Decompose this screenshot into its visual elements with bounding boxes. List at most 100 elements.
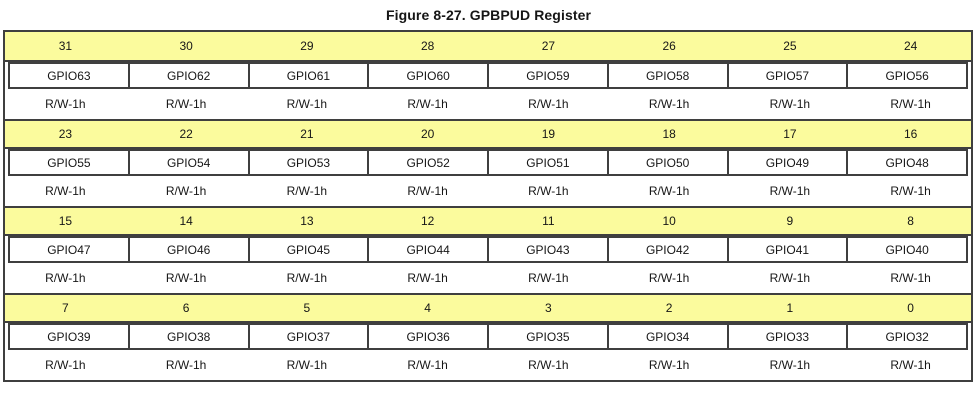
reset-value: R/W-1h	[648, 97, 690, 111]
field-name: GPIO47	[8, 236, 130, 263]
reset-value: R/W-1h	[165, 184, 207, 198]
field-name: GPIO39	[8, 323, 130, 350]
field-name: GPIO63	[8, 62, 130, 89]
bit-number: 19	[541, 127, 556, 141]
reset-value: R/W-1h	[890, 271, 931, 285]
reset-value-row: R/W-1h R/W-1h R/W-1h R/W-1h R/W-1h R/W-1h R/W-…	[5, 350, 971, 380]
reset-value: R/W-1h	[769, 97, 811, 111]
reset-value: R/W-1h	[286, 358, 328, 372]
bit-number: 6	[182, 301, 190, 315]
field-name: GPIO41	[726, 236, 849, 263]
bit-number: 25	[783, 39, 797, 53]
field-name: GPIO59	[487, 62, 609, 89]
field-name: GPIO34	[606, 323, 729, 350]
bit-number: 11	[542, 214, 555, 228]
reset-value: R/W-1h	[890, 97, 931, 111]
reset-value: R/W-1h	[890, 358, 931, 372]
bit-number: 4	[424, 301, 431, 315]
reset-value: R/W-1h	[648, 358, 690, 372]
reset-value: R/W-1h	[528, 97, 569, 111]
bit-number: 21	[300, 127, 314, 141]
reset-value: R/W-1h	[407, 184, 448, 198]
bit-number: 23	[58, 127, 73, 141]
field-name: GPIO33	[726, 323, 849, 350]
reset-value: R/W-1h	[528, 358, 569, 372]
field-name: GPIO49	[726, 149, 849, 176]
field-name: GPIO38	[127, 323, 250, 350]
reset-value: R/W-1h	[890, 184, 931, 198]
reset-value: R/W-1h	[528, 271, 569, 285]
reset-value: R/W-1h	[648, 184, 690, 198]
bit-number: 20	[420, 127, 435, 141]
reset-value: R/W-1h	[45, 358, 86, 372]
reset-value-row: R/W-1h R/W-1h R/W-1h R/W-1h R/W-1h R/W-1h R/W-…	[5, 176, 971, 206]
bit-number: 27	[541, 39, 556, 53]
field-name: GPIO52	[367, 149, 489, 176]
bit-number: 7	[62, 301, 69, 315]
reset-value: R/W-1h	[528, 184, 569, 198]
field-name: GPIO44	[367, 236, 489, 263]
bit-number: 5	[303, 301, 311, 315]
field-name: GPIO56	[846, 62, 968, 89]
field-name: GPIO53	[247, 149, 370, 176]
field-name: GPIO32	[846, 323, 968, 350]
bit-number: 3	[545, 301, 552, 315]
bit-number: 13	[300, 214, 314, 228]
field-name: GPIO43	[487, 236, 609, 263]
bit-number: 12	[420, 214, 435, 228]
bit-number: 0	[907, 301, 914, 315]
bit-number: 9	[786, 214, 794, 228]
reset-value: R/W-1h	[648, 271, 690, 285]
reset-value: R/W-1h	[407, 358, 448, 372]
field-name: GPIO58	[606, 62, 729, 89]
bit-number-row: 7 6 5 4 3 2 1 0	[5, 293, 971, 323]
bit-number: 1	[786, 301, 794, 315]
field-name: GPIO36	[367, 323, 489, 350]
reset-value: R/W-1h	[286, 184, 328, 198]
field-name: GPIO51	[487, 149, 609, 176]
field-name: GPIO54	[127, 149, 250, 176]
field-name: GPIO62	[127, 62, 250, 89]
reset-value: R/W-1h	[165, 271, 207, 285]
reset-value: R/W-1h	[286, 97, 328, 111]
bit-number: 17	[783, 127, 797, 141]
field-name: GPIO57	[726, 62, 849, 89]
bit-number: 22	[179, 127, 193, 141]
bit-number: 14	[179, 214, 193, 228]
field-name: GPIO60	[367, 62, 489, 89]
field-name: GPIO35	[487, 323, 609, 350]
bit-number: 28	[420, 39, 435, 53]
bit-number: 30	[179, 39, 193, 53]
bit-number: 26	[662, 39, 676, 53]
reset-value: R/W-1h	[45, 184, 86, 198]
reset-value: R/W-1h	[407, 271, 448, 285]
field-name: GPIO40	[846, 236, 968, 263]
reset-value: R/W-1h	[165, 358, 207, 372]
bit-number: 16	[903, 127, 918, 141]
reset-value: R/W-1h	[286, 271, 328, 285]
figure-title: Figure 8-27. GPBPUD Register	[385, 7, 592, 23]
field-name: GPIO50	[606, 149, 729, 176]
bit-number: 29	[300, 39, 314, 53]
reset-value: R/W-1h	[769, 358, 811, 372]
bit-number: 24	[903, 39, 918, 53]
field-name: GPIO46	[127, 236, 250, 263]
field-name: GPIO48	[846, 149, 968, 176]
field-name: GPIO55	[8, 149, 130, 176]
field-name: GPIO42	[606, 236, 729, 263]
reset-value: R/W-1h	[769, 184, 811, 198]
bit-number: 2	[665, 301, 673, 315]
reset-value: R/W-1h	[165, 97, 207, 111]
